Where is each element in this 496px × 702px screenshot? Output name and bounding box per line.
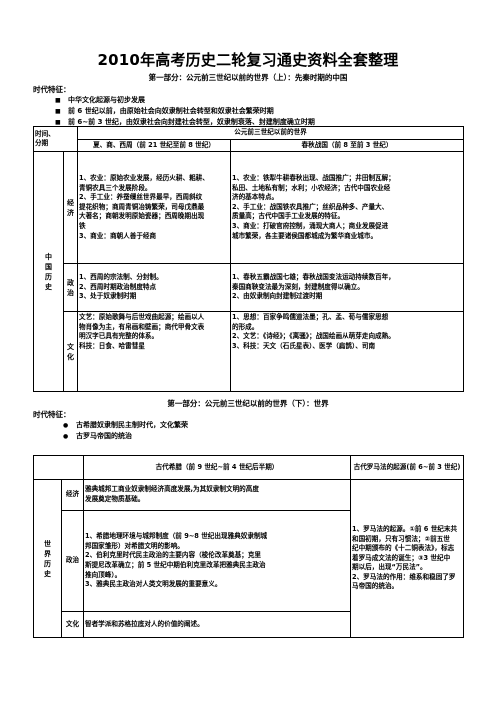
region-cell: 中国历史	[33, 151, 64, 393]
table-cell: 1、罗马法的起源。①前 6 世纪末共 和国初期，只有习惯法；②前五世 纪中期颁布…	[350, 479, 464, 638]
table-cell: 1、农业：原始农业发展，经历火耕、耜耕、 青铜农具三个发展阶段。 2、手工业：养…	[77, 151, 231, 265]
dot-bullet-icon: ●	[63, 422, 69, 429]
row-label-economy: 经济	[61, 479, 84, 511]
part2-feature-item: ●古希腊奴隶制民主制时代，文化繁荣	[63, 421, 188, 429]
part1-feature-item: ■中华文化起源与初步发展	[55, 96, 145, 104]
table-cell: 雅典城邦工商业奴隶制经济高度发展,为其奴隶制文明的高度 发展奠定物质基础。	[83, 479, 351, 511]
square-bullet-icon: ■	[55, 108, 61, 115]
header-col-chunqiu-zhanguo: 春秋战国（前 8 至前 3 世纪）	[230, 138, 464, 153]
part1-features-list: ■中华文化起源与初步发展 ■前 6 世纪以前，由原始社会向奴隶制社会转型和奴隶社…	[55, 95, 315, 128]
part1-subtitle: 第一部分：公元前三世纪以前的世界（上）：先秦时期的中国	[148, 73, 348, 82]
header-span: 公元前三世纪以前的世界	[77, 126, 464, 140]
part2-feature-item: ●古罗马帝国的统治	[63, 432, 132, 440]
square-bullet-icon: ■	[55, 97, 61, 104]
header-blank	[33, 455, 84, 480]
table-cell: 1、希腊地理环境与城邦制度（前 9~8 世纪出现雅典奴隶制城 邦国家雏形）对希腊…	[83, 510, 351, 612]
document-title: 2010年高考历史二轮复习通史资料全套整理	[97, 51, 399, 69]
table-cell: 智者学派和苏格拉底对人的价值的阐述。	[83, 611, 351, 638]
part2-features-list: ●古希腊奴隶制民主制时代，文化繁荣 ●古罗马帝国的统治	[63, 420, 188, 442]
table-cell: 文艺：原始歌舞与后世戏曲起源；绘画以人 物肖像为主，有帛画和壁画；商代甲骨文表 …	[77, 311, 231, 393]
dot-bullet-icon: ●	[63, 433, 69, 440]
table-cell: 1、思想：百家争鸣儒道法墨；孔、孟、荀与儒家思想 的形成。 2、文艺：《诗经》；…	[230, 311, 464, 393]
table-cell: 1、西周的宗法制、分封制。 2、西周时期政治制度特点 3、处于奴隶制时期	[77, 263, 231, 313]
table-cell: 1、春秋五霸战国七雄；春秋战国变法运动持续数百年， 秦国商鞅变法最为深刻，封建制…	[230, 263, 464, 313]
square-bullet-icon: ■	[55, 119, 61, 126]
header-col-greece: 古代希腊（前 9 世纪~前 4 世纪后半期）	[83, 455, 351, 480]
region-cell: 世界历史	[33, 479, 62, 638]
header-col-rome: 古代罗马法的起源(前 6~前 3 世纪)	[350, 455, 464, 480]
row-label-economy: 经济	[63, 151, 78, 265]
part1-features-label: 时代特征：	[33, 85, 71, 94]
part1-feature-item: ■前 6 世纪以前，由原始社会向奴隶制社会转型和奴隶社会繁荣时期	[55, 107, 274, 115]
row-label-culture: 文化	[63, 311, 78, 393]
table-world-history: 古代希腊（前 9 世纪~前 4 世纪后半期） 古代罗马法的起源(前 6~前 3 …	[33, 455, 464, 638]
row-label-politics: 政治	[61, 510, 84, 612]
row-label-culture: 文化	[61, 611, 84, 638]
part2-features-label: 时代特征：	[33, 410, 71, 419]
table-cell: 1、农业：铁犁牛耕春秋出现、战国推广；井田制瓦解； 私田、土地私有制；水利；小农…	[230, 151, 464, 265]
header-corner: 时间、 分期	[33, 125, 78, 153]
part1-feature-item: ■前 6~前 3 世纪，由奴隶社会向封建社会转型，奴隶制衰落、封建制度确立时期	[55, 118, 315, 126]
table-pre-qin-china: 时间、 分期 公元前三世纪以前的世界 夏、商、西周（前 21 世纪至前 8 世纪…	[33, 125, 464, 393]
row-label-politics: 政治	[63, 263, 78, 313]
header-col-xia-shang-zhou: 夏、商、西周（前 21 世纪至前 8 世纪）	[77, 138, 231, 153]
part2-subtitle: 第一部分：公元前三世纪以前的世界（下）：世界	[167, 399, 329, 408]
